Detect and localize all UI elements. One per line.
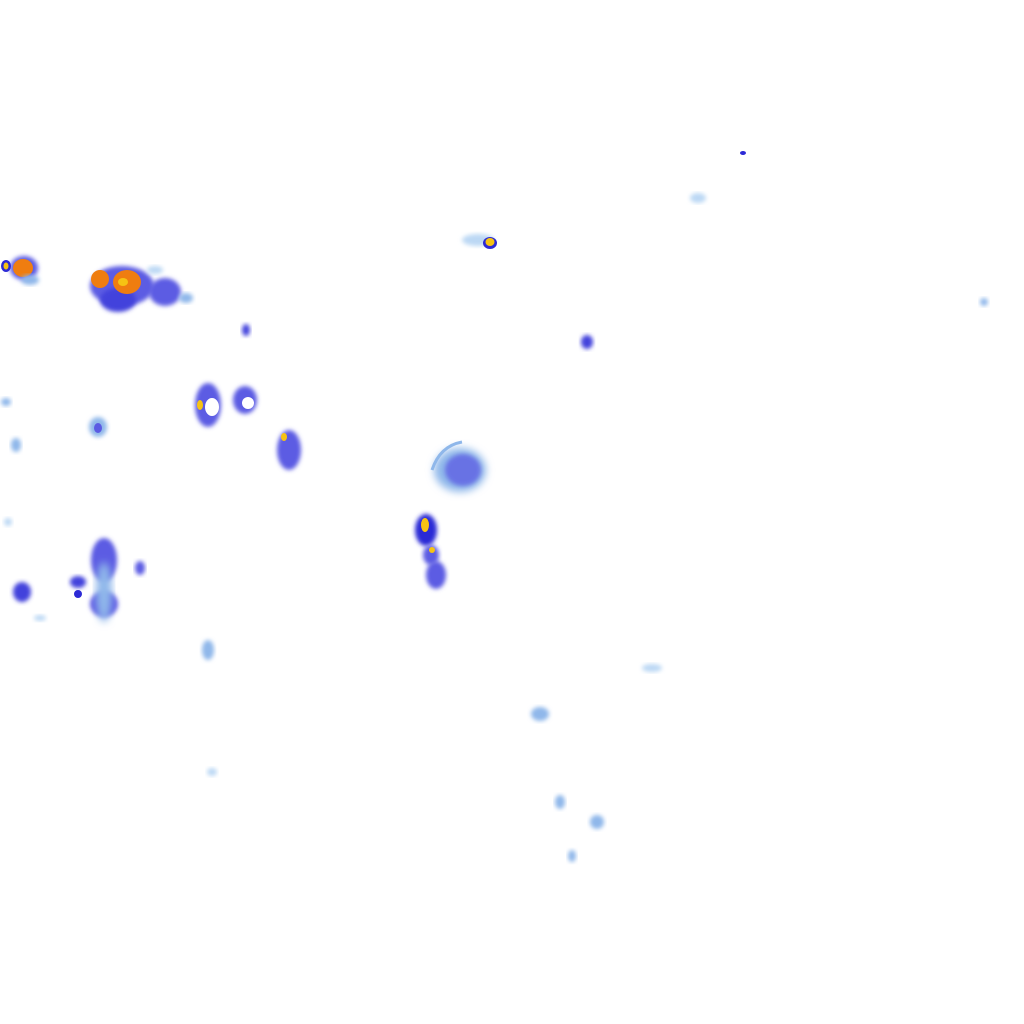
storm-line-central [415, 514, 446, 589]
scattered-showers-west [1, 324, 593, 470]
storm-cell-north [462, 151, 746, 249]
rain-area-central [430, 440, 486, 492]
storm-cell-cluster-northwest [1, 256, 193, 312]
scattered-showers-south [207, 298, 988, 862]
scattered-showers-southwest [4, 518, 214, 660]
